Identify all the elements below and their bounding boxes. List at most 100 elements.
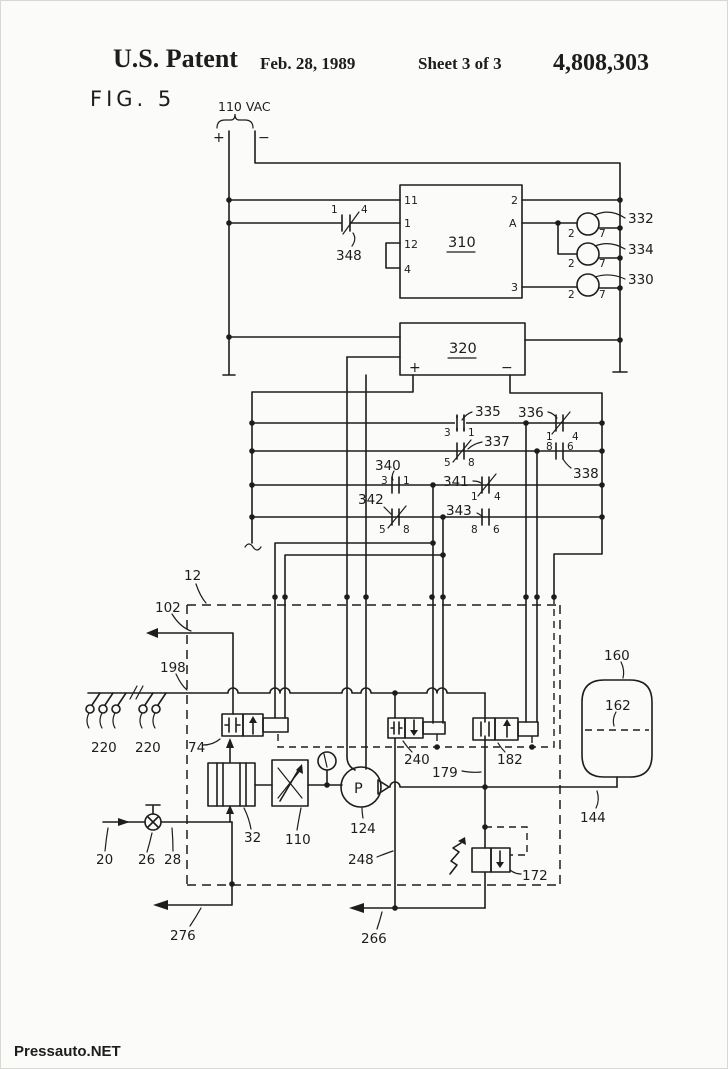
coil2-t7: 7 [599,258,606,270]
contact-343-r: 6 [493,524,500,536]
label-144: 144 [580,810,606,826]
contact-340-bars [391,476,400,494]
minus-terminal: − [258,130,270,146]
valve-182-arrow-up [503,719,511,726]
leader-28 [171,827,174,852]
brace [216,113,254,129]
valve-182-contact-symbol [480,717,490,741]
rail-break-squiggle [244,543,262,551]
label-20: 20 [96,852,113,868]
valve-240-contact-symbol [390,721,403,735]
leader-12 [195,583,207,604]
contact-342-slash [387,505,407,529]
valve-26-x [147,816,159,828]
drain-lines: 276 266 [153,821,486,947]
coil1-t2: 2 [568,228,575,240]
flow-110-arrowhead [296,764,303,774]
valve-74-arrow-up [249,716,257,723]
label-124: 124 [350,821,376,837]
pump-group: P 124 [317,751,618,837]
plus-terminal: + [213,130,225,146]
coil-334 [576,242,600,266]
label-220-b: 220 [135,740,161,756]
contact-343-bars [481,508,490,526]
arrow-102-left [146,628,158,638]
switch-contact-circle [138,704,148,714]
valve-182-solenoid [517,721,539,737]
ladder-contacts: 3 1 335 1 4 336 5 8 337 8 6 338 3 1 340 … [358,404,599,536]
label-266: 266 [361,931,387,947]
leader-182 [497,742,506,753]
valve-172-arrow-down [496,862,504,868]
flow-110-adjust-line [279,768,300,802]
leader-334 [594,243,626,250]
leader-102 [171,613,192,632]
wire-minus-rail [254,130,628,373]
label-341: 341 [443,474,469,490]
box-320-label: 320 [449,341,477,357]
gauge-needle [323,753,328,768]
label-330: 330 [628,272,654,288]
leader-26 [146,832,153,853]
arrow-inlet-right [118,818,130,826]
label-338: 338 [573,466,599,482]
leader-338 [562,458,572,469]
leader-20 [104,827,109,852]
patent-office-title: U.S. Patent [113,44,238,73]
leader-330 [594,274,626,280]
branch-to-74b [284,554,444,719]
label-335: 335 [475,404,501,420]
figure-label: FIG. 5 [90,87,175,111]
solenoid-valve-182: 179 182 [432,692,539,788]
wire-276 [156,821,233,906]
contact-340-l: 3 [381,475,388,487]
enclosure-12: 12 [184,568,561,886]
contact-338-bars [555,442,564,460]
label-332: 332 [628,211,654,227]
leader-124 [361,807,364,819]
pressure-switch-group-2: 220 [135,692,167,756]
label-12: 12 [184,568,201,584]
leader-144 [595,790,599,809]
label-334: 334 [628,242,654,258]
valve-172-box1 [471,847,492,873]
label-198: 198 [160,660,186,676]
accumulator-160: 160 162 144 [580,648,653,826]
strainer-32 [207,762,256,807]
power-supply-110vac: 110 VAC + − [213,99,628,376]
control-box-320: 320 + − [228,322,621,376]
label-336: 336 [518,405,544,421]
coil1-t7: 7 [599,228,606,240]
label-26: 26 [138,852,155,868]
label-342: 342 [358,492,384,508]
leader-240 [402,740,413,753]
label-248: 248 [348,852,374,868]
contact-348-right: 4 [361,204,368,216]
patent-date: Feb. 28, 1989 [260,54,355,73]
leader-336 [547,411,558,419]
switch-tails-1 [86,712,116,729]
switch-contact-circle [85,704,95,714]
label-32: 32 [244,830,261,846]
leader-266 [376,911,383,930]
coil3-t2: 2 [568,289,575,301]
valve-172-spring-arrowhead [458,837,466,845]
relief-valve-172: 172 [449,786,548,909]
leader-162 [612,711,617,727]
contact-340-r: 1 [403,475,410,487]
tank-160-outline [581,679,653,778]
valve-172-box2 [490,847,511,873]
flow-110-box [271,759,309,807]
label-160: 160 [604,648,630,664]
contact-337-l: 5 [444,457,451,469]
solenoid-valve-240: 240 248 [348,692,446,909]
wire-coil2-branch [557,222,578,255]
leader-332 [594,211,626,219]
pin-3: 3 [511,281,518,294]
coil2-t2: 2 [568,258,575,270]
box-310 [399,184,523,299]
label-110: 110 [285,832,311,848]
label-240: 240 [404,752,430,768]
